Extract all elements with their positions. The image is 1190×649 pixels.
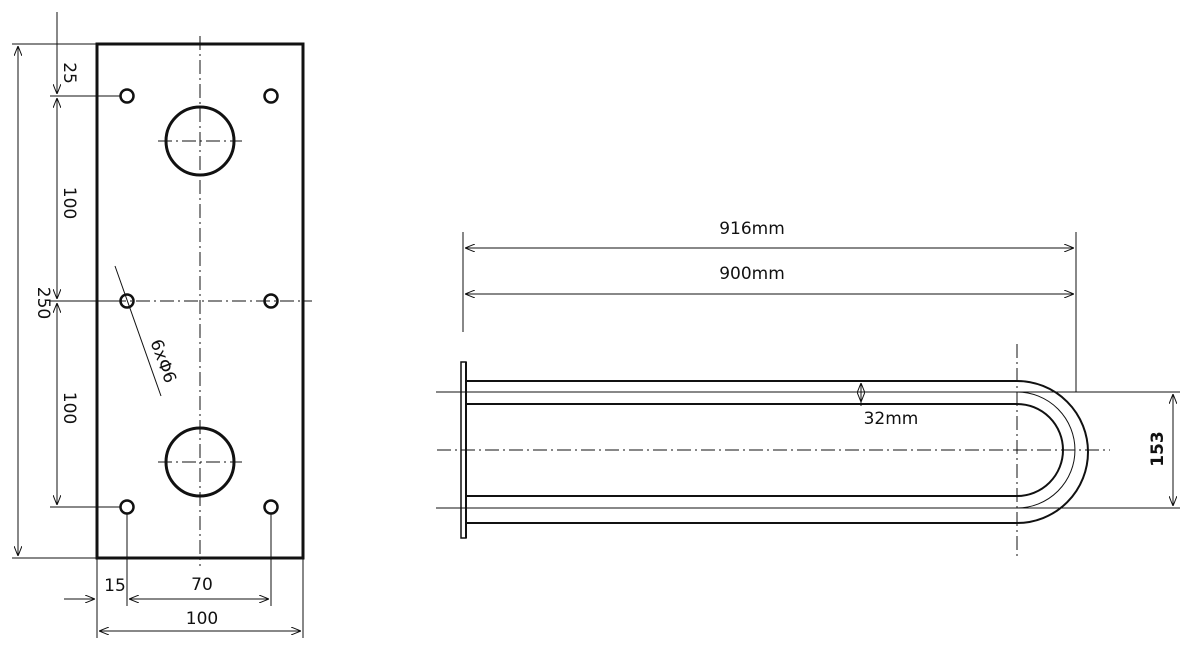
dim-height: 153 [1148, 431, 1168, 467]
dim-hole-spacing: 70 [191, 575, 213, 595]
grab-bar-side-view: 916mm 900mm 32mm 153 [436, 219, 1180, 558]
mounting-hole [263, 499, 279, 515]
mounting-hole [263, 88, 279, 104]
mounting-hole [119, 88, 135, 104]
tube-bend-centerline [1016, 391, 1076, 509]
dim-total-height: 250 [33, 287, 53, 319]
dim-lower-spacing: 100 [59, 392, 79, 424]
mounting-hole [263, 293, 279, 309]
hole-note-leader [114, 265, 162, 397]
dim-top-offset: 25 [59, 62, 79, 84]
tube-inner-profile [466, 403, 1064, 497]
dim-edge-offset: 15 [104, 576, 126, 596]
dim-tube-diameter: 32mm [864, 409, 919, 429]
hole-note: 6xΦ6 [146, 337, 180, 386]
dim-tube-length: 900mm [719, 264, 785, 284]
upper-bore [164, 105, 236, 177]
tube-outer-profile [466, 380, 1089, 524]
mounting-hole [119, 499, 135, 515]
lower-bore [164, 426, 236, 498]
wall-plate-view: 250 25 100 100 6xΦ6 15 70 100 [12, 12, 312, 638]
dim-upper-spacing: 100 [59, 187, 79, 219]
dim-overall-length: 916mm [719, 219, 785, 239]
dim-total-width: 100 [186, 609, 218, 629]
